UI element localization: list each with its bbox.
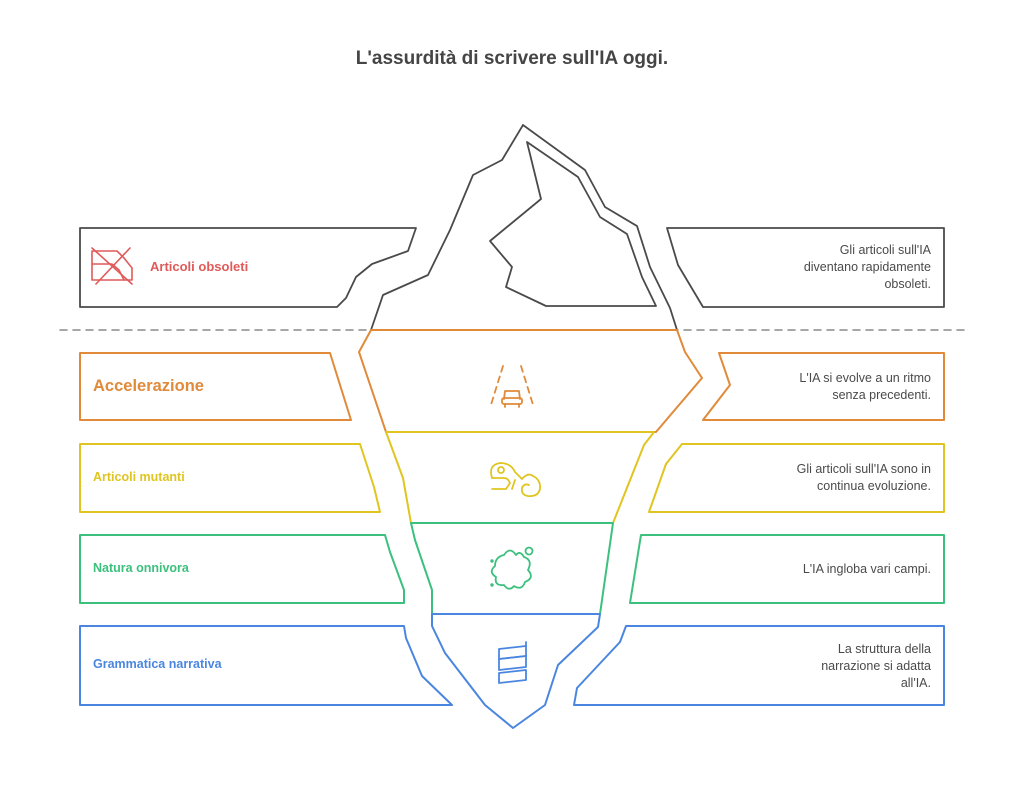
layer-2-description-line: Gli articoli sull'IA sono in [796, 462, 931, 476]
layer-3-description: L'IA ingloba vari campi. [711, 561, 931, 578]
tip-right-box [666, 227, 945, 308]
layer-1-left-box [79, 352, 352, 421]
layer-3-left-box [79, 534, 405, 604]
layer-4-left-box [79, 625, 453, 706]
layer-4-description-line: all'IA. [900, 676, 931, 690]
crossed-out-document-icon [91, 247, 133, 285]
tip-left-box [79, 227, 417, 308]
layer-1-right-box [702, 352, 945, 421]
layer-4-label: Grammatica narrativa [93, 657, 222, 671]
layer-2-description-line: continua evoluzione. [817, 479, 931, 493]
layer-3-right-box [629, 534, 945, 604]
layer-4-center [431, 613, 601, 729]
tip-description-line: diventano rapidamente [803, 260, 931, 274]
layer-2-description: Gli articoli sull'IA sono in continua ev… [711, 461, 931, 495]
layer-3-description-line: L'IA ingloba vari campi. [802, 562, 931, 576]
layer-2-label: Articoli mutanti [93, 470, 185, 484]
diagram-title: L'assurdità di scrivere sull'IA oggi. [355, 48, 669, 69]
layer-1-description-line: L'IA si evolve a un ritmo [799, 371, 931, 385]
stacked-layers-icon [498, 641, 527, 684]
layer-1-description-line: senza precedenti. [832, 388, 931, 402]
tip-label: Articoli obsoleti [150, 259, 249, 274]
iceberg-peak-facet [489, 141, 657, 307]
tip-description-line: obsoleti. [884, 277, 931, 291]
layer-1-description: L'IA si evolve a un ritmo senza preceden… [711, 370, 931, 404]
layer-4-description-line: La struttura della [837, 642, 931, 656]
iceberg-peak-outline [370, 124, 678, 331]
layer-4-description: La struttura della narrazione si adatta … [711, 641, 931, 692]
layer-2-right-box [648, 443, 945, 513]
tip-description: Gli articoli sull'IA diventano rapidamen… [711, 242, 931, 293]
layer-3-center [410, 522, 614, 615]
layer-4-right-box [573, 625, 945, 706]
layer-3-label: Natura onnivora [93, 561, 189, 575]
car-on-road-icon [489, 365, 535, 409]
splash-icon [490, 546, 534, 590]
chameleon-icon [490, 462, 542, 498]
layer-4-description-line: narrazione si adatta [821, 659, 931, 673]
layer-1-label: Accelerazione [93, 377, 204, 395]
layer-1-center [358, 329, 703, 433]
layer-2-left-box [79, 443, 381, 513]
tip-description-line: Gli articoli sull'IA [839, 243, 931, 257]
